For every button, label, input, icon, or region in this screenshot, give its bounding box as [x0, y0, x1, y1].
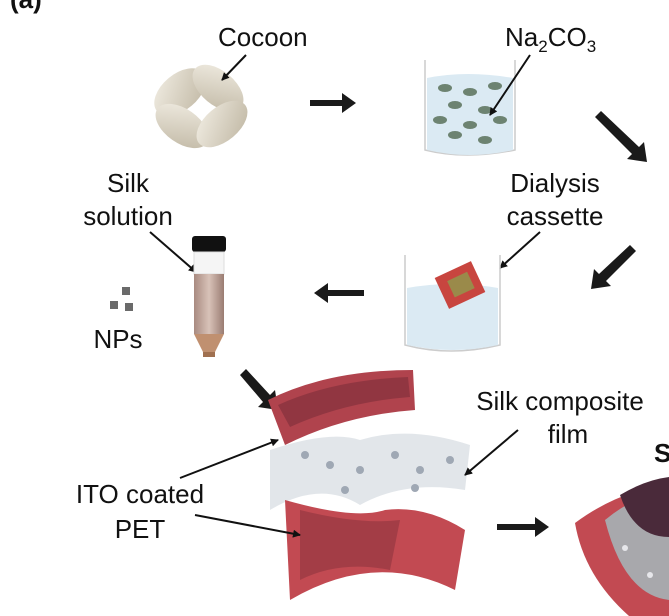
composite-film-pointer-arrow: [464, 429, 519, 476]
degumming-beaker: [424, 60, 516, 156]
na2co3-pointer-arrow: [489, 54, 531, 116]
silk-solution-pointer-arrow: [149, 231, 197, 273]
dialysis-beaker: [404, 255, 501, 352]
process-arrow-right-icon: [310, 93, 356, 113]
partial-right-label: S: [654, 438, 669, 468]
process-arrow-right-icon-2: [497, 517, 549, 537]
silk-solution-tube: [192, 236, 226, 357]
process-arrow-down-right-icon: [595, 111, 647, 162]
cocoon-illustration: [154, 64, 248, 149]
ito-coated-pet-label-line1: ITO coated: [76, 479, 204, 509]
dialysis-cassette-label-line2: cassette: [507, 201, 604, 231]
process-arrow-left-icon: [314, 283, 364, 303]
final-device-partial: [575, 477, 669, 616]
ito-bottom-pointer-arrow: [194, 514, 301, 538]
na2co3-label-sub3: 3: [587, 37, 596, 56]
process-arrow-down-right-icon-2: [240, 369, 278, 410]
silk-solution-label-line1: Silk: [107, 168, 150, 198]
process-arrow-down-left-icon: [591, 245, 636, 289]
cocoon-pointer-arrow: [221, 54, 247, 81]
ito-top-pointer-arrow: [179, 438, 279, 479]
na2co3-label-co: CO: [548, 22, 587, 52]
na2co3-label: Na2CO3: [505, 22, 596, 56]
na2co3-label-sub2: 2: [538, 37, 547, 56]
device-assembly-exploded: [268, 370, 470, 600]
nps-label: NPs: [93, 324, 142, 354]
panel-label: (a): [10, 0, 42, 14]
nanoparticle-cubes: [110, 287, 133, 311]
silk-solution-label-line2: solution: [83, 201, 173, 231]
silk-composite-film-label-line1: Silk composite: [476, 386, 644, 416]
silk-composite-film-label-line2: film: [548, 419, 588, 449]
na2co3-label-na: Na: [505, 22, 539, 52]
ito-coated-pet-label-line2: PET: [115, 514, 166, 544]
cocoon-label: Cocoon: [218, 22, 308, 52]
dialysis-pointer-arrow: [499, 231, 541, 269]
dialysis-cassette-label-line1: Dialysis: [510, 168, 600, 198]
